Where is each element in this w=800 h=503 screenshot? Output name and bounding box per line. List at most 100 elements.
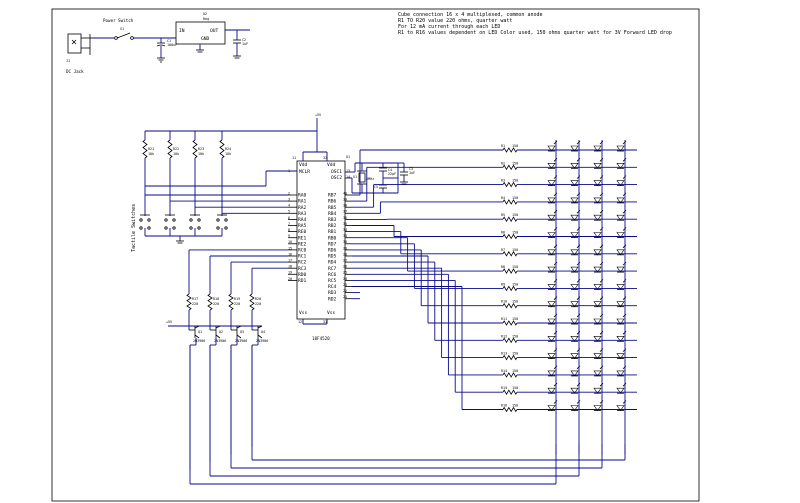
led-emission [599,209,604,214]
power-supply-section: J1 DC Jack S1 Power Switch C1 100uF U2 R… [66,12,250,74]
mcu-pin-12: 12 [298,320,302,324]
mcu-pin-number: 39 [343,198,347,202]
led-emission [622,158,627,162]
resistor-symbol [502,268,518,274]
switch-contact [216,226,220,230]
capacitor-c4 [379,163,387,178]
mcu-pin-number: 16 [288,252,292,256]
mcu-pin-label: RB5 [328,205,337,211]
cap2-ref: C2 [242,38,246,42]
mcu-pin-number: 4 [288,204,290,208]
mcu-pin-label: RC2 [298,260,307,266]
mcu-pin-number: 38 [343,204,347,208]
led-symbol [547,266,556,273]
pullup-val: 10k [198,152,204,156]
led-symbol [547,318,556,325]
led-symbol [593,318,602,325]
led-emission [622,313,627,318]
mcu-pin-label: RC1 [298,254,307,260]
transistor-emitter [194,325,200,329]
column-resistor-val: 150 [512,317,518,321]
led-emission [622,348,627,352]
mcu-pin-number: 2 [288,191,290,195]
led-symbol [547,214,556,221]
dc-jack-symbol [67,33,82,54]
resistor-symbol [502,181,518,188]
switch-ref: S1 [120,27,124,31]
led-emission [553,192,558,197]
led-symbol [616,387,625,394]
switch-contact [164,218,168,222]
column-resistor-val: 150 [512,179,518,183]
capacitor-c2 [233,30,241,59]
led-emission [599,382,604,387]
column-resistor-ref: R6 [501,231,505,235]
c4-val: 22pF [388,172,396,176]
mcu-pin-label: RE1 [298,235,307,241]
vdd-label: +5V [315,113,321,117]
driver-resistor-ref: R19 [234,297,240,301]
mcu-pin-label: RC0 [298,248,307,254]
driver-resistor-val: 220 [234,302,240,306]
switch-contact [172,226,176,230]
design-notes: Cube connection 16 x 4 multiplexed, comm… [398,12,672,36]
mcu-pin-label: RA4 [298,217,307,223]
dc-jack-label: DC Jack [66,69,84,74]
led-symbol [570,353,579,360]
led-emission [553,331,558,335]
led-symbol [547,301,556,308]
led-emission [599,175,604,179]
led-symbol [616,370,625,377]
led-emission [622,261,627,266]
mcu-pin-label: RD0 [298,272,307,278]
column-resistor-ref: R3 [501,179,505,183]
led-symbol [593,370,602,377]
led-symbol [616,232,625,239]
mcu-pin-label: RB4 [328,211,337,217]
led-symbol [570,387,579,394]
note-1: Cube connection 16 x 4 multiplexed, comm… [398,12,543,18]
mcu-pin-label: RE0 [298,229,307,235]
driver-resistor-ref: R18 [213,297,219,301]
cap2-val: 1uF [242,42,248,46]
column-resistor-ref: R10 [501,300,507,304]
mcu-pin-label: RB2 [328,223,337,229]
column-resistor-val: 150 [512,334,518,338]
column-resistor-ref: R7 [501,248,505,252]
column-resistor-ref: R2 [501,161,505,165]
reg-out-label: OUT [210,28,219,34]
column-resistor-val: 150 [512,352,518,356]
mcu-pin-number: 30 [343,240,347,244]
led-emission [553,261,558,266]
mcu-body [296,160,346,320]
mcu-pin-number: 8 [288,228,290,232]
led-emission [576,192,581,197]
led-emission [553,279,558,283]
column-resistor-ref: R5 [501,213,505,217]
mcu-pin-number: 15 [288,246,292,250]
led-symbol [616,214,625,221]
c6-ref: C3 [409,167,413,171]
led-symbol [547,249,556,256]
switch-contact [139,218,143,222]
mcu-pin-label: RD6 [328,248,337,254]
mcu-pin-number: 35 [343,222,347,226]
mcu-pin-label: RD5 [328,254,337,260]
column-resistor-val: 150 [512,213,518,217]
column-resistor-val: 150 [512,161,518,165]
column-resistor-ref: R1 [501,144,505,148]
led-symbol [547,145,556,152]
mcu-pin-label: RA3 [298,211,307,217]
led-symbol [616,249,625,256]
pullup-val: 10k [225,152,231,156]
led-emission [553,348,558,352]
transistor-emitter [215,325,221,329]
mcu-pin-label: RA1 [298,199,307,205]
mcu-vss-a: Vss [299,310,308,316]
resistor-symbol [502,302,518,309]
mcu-pin-number: 19 [288,271,292,275]
mcu-pin-number: 36 [343,216,347,220]
column-resistor-ref: R16 [501,404,507,408]
mcu-pin-11: 11 [292,156,296,160]
column-resistor-ref: R14 [501,369,507,373]
